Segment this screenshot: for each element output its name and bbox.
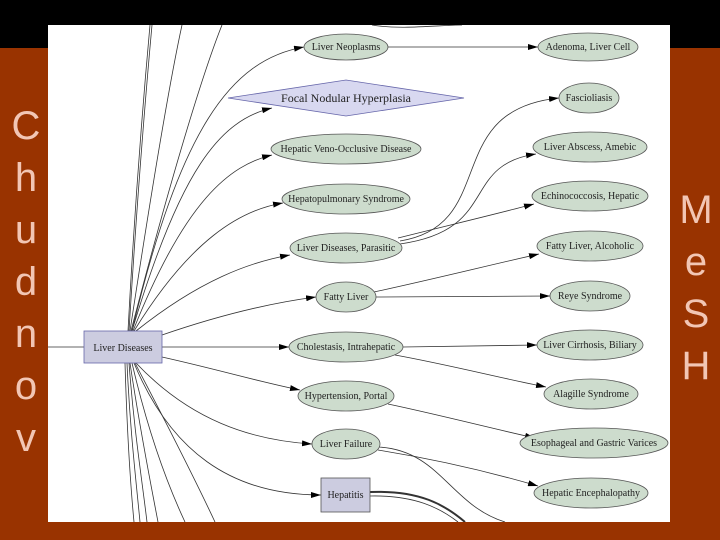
node-label: Focal Nodular Hyperplasia — [281, 91, 412, 105]
nodes: Liver Diseases Liver Neoplasms Focal Nod… — [83, 32, 669, 513]
node-echinococcosis[interactable]: Echinococcosis, Hepatic — [531, 180, 649, 212]
edges — [48, 25, 560, 522]
node-label: Hepatic Veno-Occlusive Disease — [281, 144, 412, 155]
node-fascioliasis[interactable]: Fascioliasis — [558, 82, 620, 114]
node-veno-occlusive[interactable]: Hepatic Veno-Occlusive Disease — [270, 133, 422, 165]
node-fatty-liver[interactable]: Fatty Liver — [315, 281, 377, 313]
node-label: Liver Failure — [320, 439, 373, 450]
node-liver-diseases[interactable]: Liver Diseases — [83, 330, 163, 364]
node-label: Alagille Syndrome — [553, 389, 629, 400]
node-label: Echinococcosis, Hepatic — [541, 191, 640, 202]
title-letter: C — [11, 104, 41, 148]
bottom-band — [0, 522, 720, 540]
title-letter: d — [14, 260, 38, 304]
node-hepatitis[interactable]: Hepatitis — [320, 477, 371, 513]
mesh-graph-panel: Liver Diseases Liver Neoplasms Focal Nod… — [48, 25, 670, 522]
node-hepatopulmonary[interactable]: Hepatopulmonary Syndrome — [281, 183, 411, 215]
node-label: Hepatic Encephalopathy — [542, 488, 640, 499]
node-alagille[interactable]: Alagille Syndrome — [543, 378, 639, 410]
node-reye-syndrome[interactable]: Reye Syndrome — [549, 280, 631, 312]
node-liver-cirrhosis[interactable]: Liver Cirrhosis, Biliary — [536, 329, 644, 361]
node-label: Reye Syndrome — [558, 291, 623, 302]
node-varices[interactable]: Esophageal and Gastric Varices — [519, 427, 669, 459]
node-label: Liver Diseases — [93, 343, 152, 354]
mesh-graph: Liver Diseases Liver Neoplasms Focal Nod… — [48, 25, 669, 522]
node-cholestasis[interactable]: Cholestasis, Intrahepatic — [288, 331, 404, 363]
left-side-band — [0, 48, 48, 540]
right-vertical-title: M e S H — [672, 184, 720, 392]
node-fatty-liver-alcoholic[interactable]: Fatty Liver, Alcoholic — [536, 230, 644, 262]
node-liver-failure[interactable]: Liver Failure — [311, 428, 381, 460]
node-label: Liver Neoplasms — [312, 42, 381, 53]
title-letter: h — [14, 156, 38, 200]
node-label: Fatty Liver, Alcoholic — [546, 241, 635, 252]
node-liver-neoplasms[interactable]: Liver Neoplasms — [303, 33, 389, 61]
node-label: Liver Abscess, Amebic — [544, 142, 637, 153]
title-letter: v — [16, 416, 36, 460]
node-parasitic[interactable]: Liver Diseases, Parasitic — [289, 232, 403, 264]
node-focal-nodular-hyperplasia[interactable]: Focal Nodular Hyperplasia — [227, 79, 465, 117]
title-letter: o — [14, 364, 38, 408]
node-label: Cholestasis, Intrahepatic — [297, 342, 396, 353]
node-label: Fatty Liver — [324, 292, 369, 303]
node-label: Liver Diseases, Parasitic — [297, 243, 396, 254]
title-letter: S — [682, 292, 710, 336]
node-label: Hepatitis — [327, 490, 363, 501]
title-letter: e — [684, 240, 708, 284]
node-encephalopathy[interactable]: Hepatic Encephalopathy — [533, 477, 649, 509]
title-letter: M — [679, 188, 713, 232]
node-adenoma[interactable]: Adenoma, Liver Cell — [537, 32, 639, 62]
right-side-band — [670, 48, 720, 540]
node-label: Adenoma, Liver Cell — [546, 42, 631, 53]
title-letter: n — [14, 312, 38, 356]
node-label: Esophageal and Gastric Varices — [531, 438, 657, 449]
node-hypertension-portal[interactable]: Hypertension, Portal — [297, 380, 395, 412]
title-letter: H — [681, 344, 711, 388]
node-liver-abscess[interactable]: Liver Abscess, Amebic — [532, 131, 648, 163]
node-label: Hepatopulmonary Syndrome — [288, 194, 404, 205]
left-vertical-title: C h u d n o v — [2, 100, 50, 464]
node-label: Liver Cirrhosis, Biliary — [543, 340, 637, 351]
title-letter: u — [14, 208, 38, 252]
node-label: Hypertension, Portal — [305, 391, 388, 402]
node-label: Fascioliasis — [566, 93, 613, 104]
